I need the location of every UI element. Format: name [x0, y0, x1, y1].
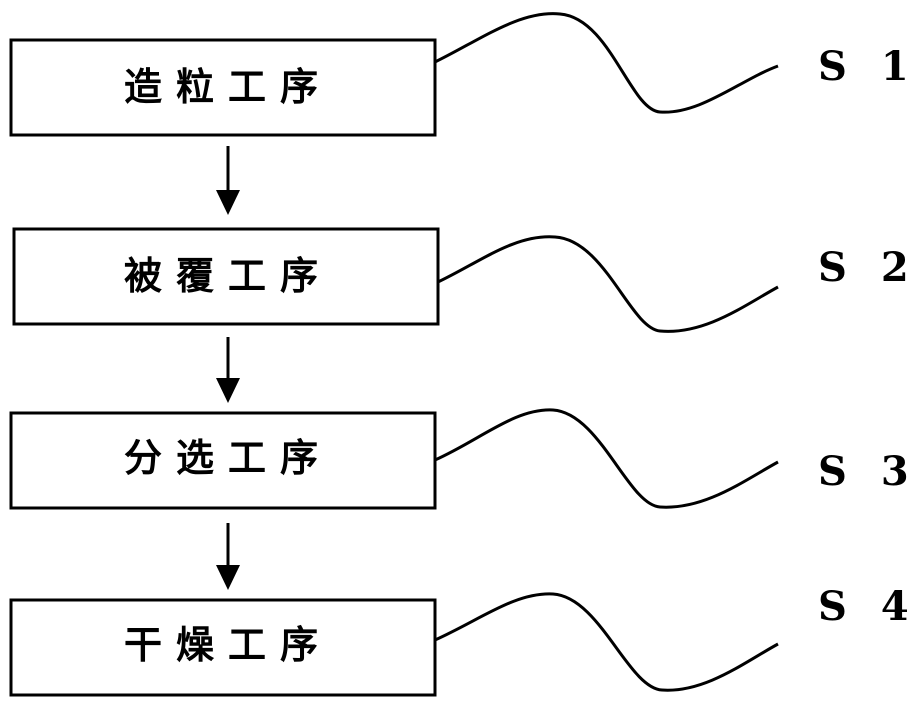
step-3-label: 分选工序: [124, 436, 332, 480]
arrow-3: [216, 523, 240, 590]
step-4-box: [9, 598, 437, 697]
step-3-id: S 3: [818, 448, 907, 495]
step-2: 被覆工序 S 2: [12, 227, 907, 333]
step-3-box: [9, 411, 437, 510]
step-3-leader-line: [434, 408, 779, 509]
step-4: 干燥工序 S 4: [9, 583, 907, 697]
step-4-leader-line: [434, 592, 779, 692]
step-4-id: S 4: [818, 583, 907, 630]
arrow-1: [216, 146, 240, 215]
step-2-box: [12, 227, 440, 326]
step-2-leader-line: [437, 235, 779, 333]
arrow-2-head: [216, 378, 240, 403]
step-2-label: 被覆工序: [124, 254, 332, 298]
step-3: 分选工序 S 3: [9, 408, 907, 510]
step-4-label: 干燥工序: [124, 623, 332, 667]
step-1-label: 造粒工序: [124, 65, 332, 109]
arrow-3-head: [216, 565, 240, 590]
arrow-1-head: [216, 190, 240, 215]
step-1-id: S 1: [818, 43, 907, 90]
step-1-box: [9, 38, 437, 137]
step-2-id: S 2: [818, 244, 907, 291]
step-1-leader-line: [434, 12, 779, 114]
arrow-2: [216, 337, 240, 403]
step-1: 造粒工序 S 1: [9, 12, 907, 137]
